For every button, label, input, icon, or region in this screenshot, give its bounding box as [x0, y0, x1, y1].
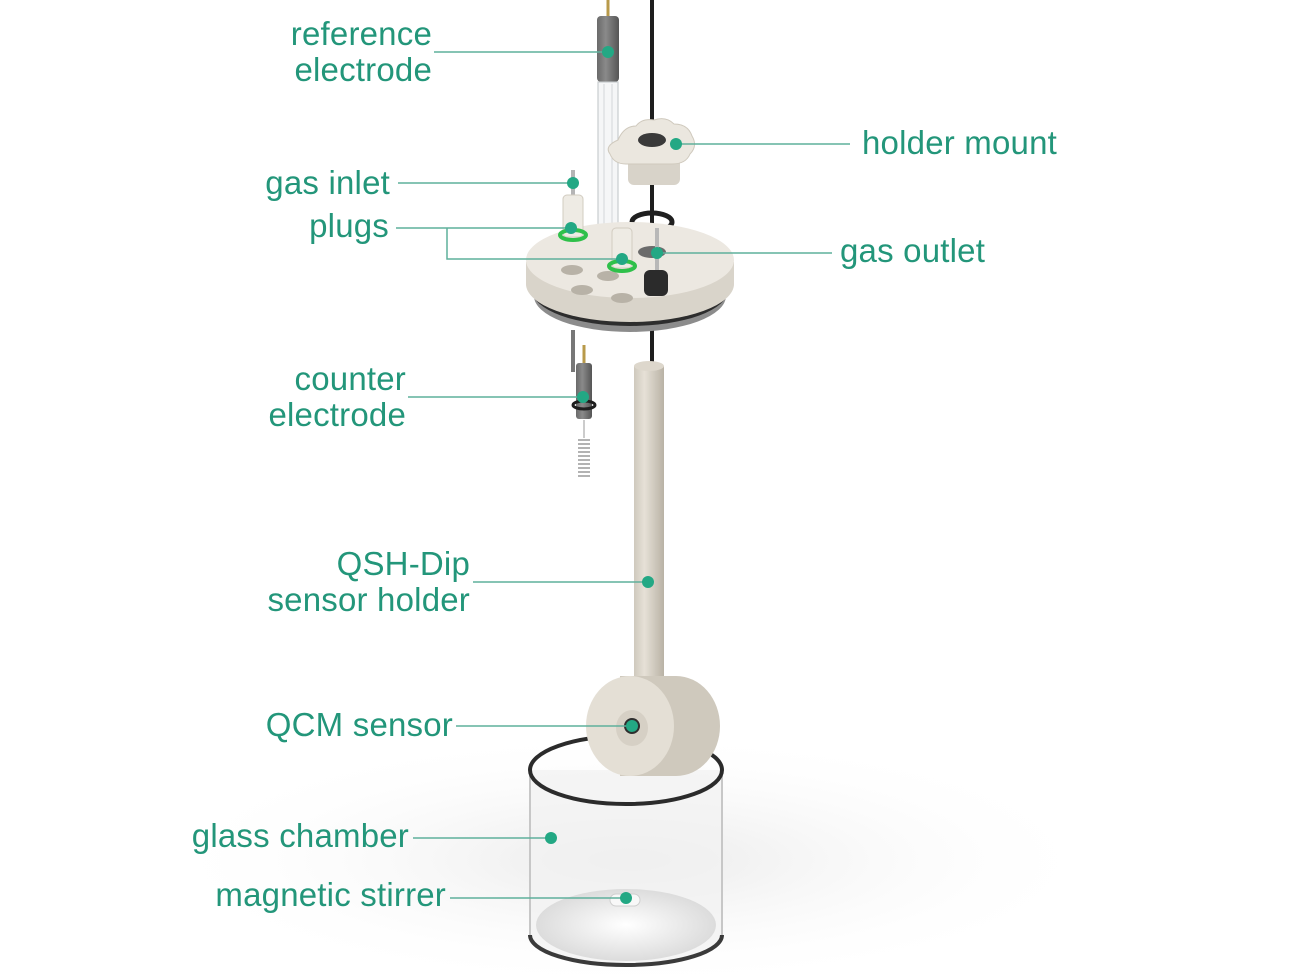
label-reference-electrode: reference electrode	[290, 15, 432, 88]
dot-plug-1	[565, 222, 577, 234]
dot-qcm-sensor	[626, 720, 638, 732]
dot-gas-outlet	[651, 247, 663, 259]
dot-magnetic-stirrer	[620, 892, 632, 904]
holder-mount-part	[607, 118, 696, 185]
label-magnetic-stirrer: magnetic stirrer	[215, 876, 446, 913]
glass-chamber-part	[528, 734, 724, 967]
label-holder-mount: holder mount	[862, 124, 1058, 161]
leader-plugs-2	[446, 228, 622, 260]
label-qsh-dip-sensor-holder: QSH-Dip sensor holder	[267, 545, 470, 618]
dot-glass-chamber	[545, 832, 557, 844]
dot-gas-inlet	[567, 177, 579, 189]
dot-plug-2	[616, 253, 628, 265]
label-glass-chamber: glass chamber	[191, 817, 409, 854]
label-gas-outlet: gas outlet	[840, 232, 986, 269]
callout-dots	[545, 46, 682, 904]
label-plugs: plugs	[309, 207, 389, 244]
label-qcm-sensor: QCM sensor	[265, 706, 453, 743]
lid-part	[526, 222, 734, 332]
label-counter-electrode: counter electrode	[268, 360, 406, 433]
sensor-holder-part	[634, 361, 664, 678]
label-gas-inlet: gas inlet	[265, 164, 390, 201]
dot-counter-electrode	[577, 391, 589, 403]
dot-sensor-holder	[642, 576, 654, 588]
reference-electrode-part	[596, 0, 620, 246]
counter-electrode-part	[571, 345, 597, 477]
dot-holder-mount	[670, 138, 682, 150]
dot-reference-electrode	[602, 46, 614, 58]
leader-lines	[396, 51, 850, 899]
